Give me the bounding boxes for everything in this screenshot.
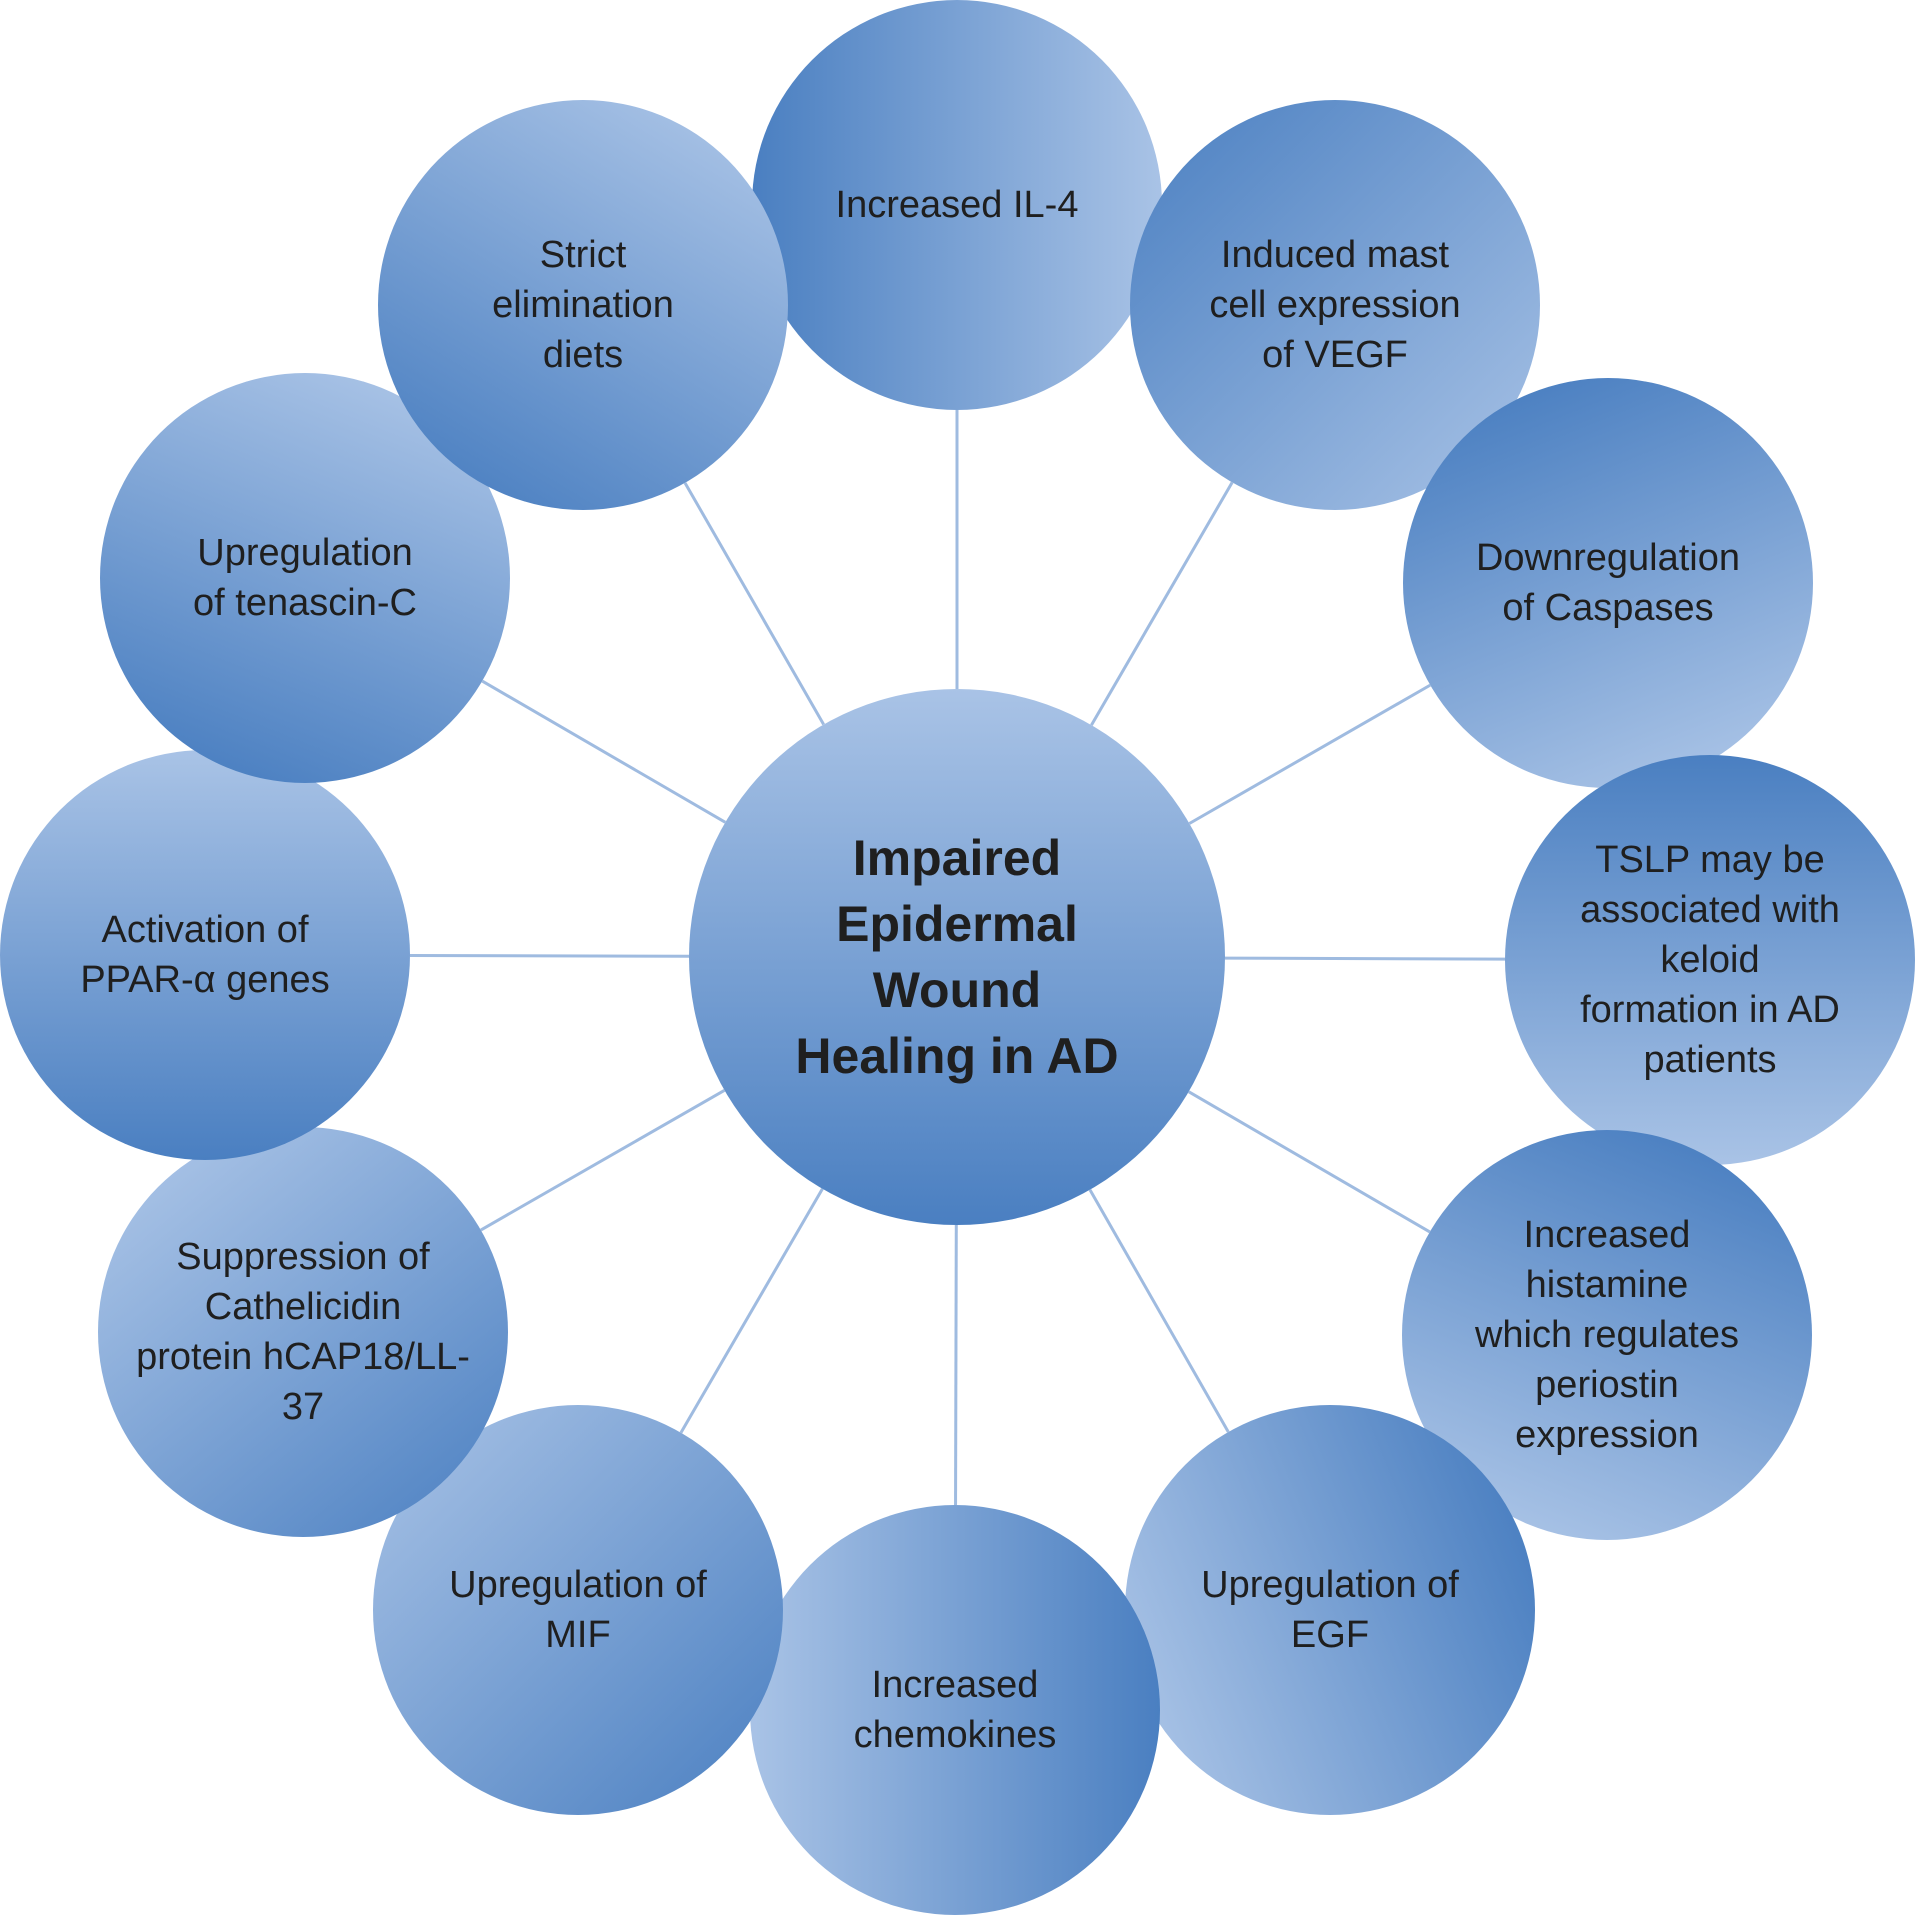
connector-strict-elimination-diets	[683, 482, 825, 726]
center-circle	[689, 689, 1225, 1225]
node-circle-upregulation-tenascin	[100, 373, 510, 783]
node-circle-upregulation-mif	[373, 1405, 783, 1815]
connector-increased-histamine	[1187, 1090, 1431, 1234]
node-circle-suppression-cathelicidin	[98, 1127, 508, 1537]
node-circle-increased-chemokines	[750, 1505, 1160, 1915]
connector-upregulation-egf	[1088, 1188, 1230, 1433]
node-circle-induced-mast-cell-vegf	[1130, 100, 1540, 510]
connector-downregulation-caspases	[1188, 683, 1431, 825]
connector-increased-chemokines	[954, 1224, 958, 1506]
connectors	[409, 410, 1506, 1506]
node-circle-downregulation-caspases	[1403, 378, 1813, 788]
connector-upregulation-mif	[679, 1188, 824, 1434]
connector-induced-mast-cell-vegf	[1090, 481, 1234, 726]
node-circle-activation-ppar	[0, 750, 410, 1160]
connector-activation-ppar	[409, 954, 690, 958]
node-circle-strict-elimination-diets	[378, 100, 788, 510]
connector-upregulation-tenascin	[481, 679, 727, 824]
node-circle-increased-histamine	[1402, 1130, 1812, 1540]
node-circle-tslp-keloid	[1505, 755, 1915, 1165]
node-circle-upregulation-egf	[1125, 1405, 1535, 1815]
connector-tslp-keloid	[1224, 956, 1506, 961]
connector-suppression-cathelicidin	[480, 1089, 726, 1232]
node-circle-increased-il4	[752, 0, 1162, 410]
